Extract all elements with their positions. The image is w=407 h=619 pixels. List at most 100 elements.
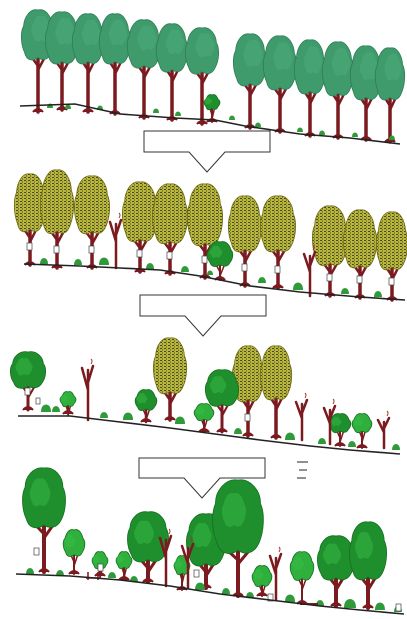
dead-snag <box>158 528 173 588</box>
stage-2-dying-canopy <box>13 169 407 302</box>
tree <box>227 195 263 288</box>
tree <box>74 175 110 270</box>
tree <box>231 345 265 438</box>
shrub <box>374 291 382 297</box>
shrub <box>341 288 349 294</box>
shrub <box>130 576 138 582</box>
shrub <box>41 404 51 412</box>
dead-snag <box>180 536 195 590</box>
ground-slope-line <box>15 573 405 615</box>
dead-snag <box>302 244 317 298</box>
tree <box>349 521 387 610</box>
tree <box>127 511 169 584</box>
tree <box>321 41 355 140</box>
tree <box>289 551 315 605</box>
tree <box>134 389 158 424</box>
tree-tag-marker <box>201 255 208 264</box>
tree <box>375 211 407 302</box>
tree-tag-marker <box>241 263 248 272</box>
tree <box>262 35 298 134</box>
tree-tag-marker <box>326 273 333 282</box>
dead-snag <box>322 398 337 446</box>
shrub <box>344 599 356 608</box>
shrub <box>123 412 133 420</box>
arrow-stage-2-to-3 <box>139 294 267 337</box>
tree <box>62 529 86 575</box>
dead-snag <box>108 212 123 270</box>
dead-snag <box>294 392 309 442</box>
tree <box>152 183 188 276</box>
shrub <box>195 582 205 590</box>
tree <box>98 13 132 116</box>
tree <box>126 19 162 120</box>
arrow-stage-1-to-2 <box>143 130 271 173</box>
tree <box>232 33 268 130</box>
tree <box>260 195 296 290</box>
tree <box>152 337 188 422</box>
shrub <box>285 432 295 440</box>
shrub <box>258 277 266 283</box>
dead-snag <box>268 546 283 602</box>
ground-slope-line <box>18 415 401 455</box>
tree <box>71 13 105 114</box>
shrub <box>26 568 34 574</box>
stage-4-regeneration <box>15 467 405 615</box>
tree <box>259 345 293 440</box>
shrub <box>318 438 326 444</box>
tree <box>44 11 80 112</box>
tree-tag-marker <box>244 413 251 422</box>
tree <box>317 535 355 608</box>
tree <box>349 45 383 142</box>
tree <box>59 391 77 417</box>
tree-tag-marker <box>26 242 33 251</box>
shrub <box>56 570 64 576</box>
down-arrow-icon <box>138 457 266 499</box>
shrub <box>297 127 303 132</box>
shrub <box>52 406 60 412</box>
tree <box>193 403 215 433</box>
down-arrow-icon <box>139 294 267 337</box>
tree <box>293 39 327 138</box>
tree <box>184 27 220 126</box>
shrub <box>153 108 159 113</box>
shrub <box>65 104 71 109</box>
arrow-stage-3-to-4 <box>138 457 266 499</box>
shrub <box>319 130 325 135</box>
shrub <box>146 263 154 269</box>
tree-tag-marker <box>88 245 95 254</box>
tree <box>312 205 348 298</box>
tree-tag-marker <box>395 603 402 612</box>
tree-tag-marker <box>193 569 200 578</box>
shrub <box>175 111 181 116</box>
tree <box>351 413 373 449</box>
down-arrow-icon <box>143 130 271 173</box>
shrub <box>293 282 303 290</box>
shrub <box>181 266 189 272</box>
shrub <box>229 115 235 120</box>
shrub <box>255 122 261 127</box>
tree <box>374 47 406 144</box>
shrub <box>74 259 82 265</box>
dead-snag <box>376 410 391 450</box>
shrub <box>392 444 400 450</box>
tree <box>10 351 46 412</box>
tree <box>342 209 378 300</box>
ground-slope-line <box>23 263 406 301</box>
shrub <box>375 602 385 610</box>
tree <box>251 565 273 597</box>
tree <box>13 173 47 267</box>
tree-tag-marker <box>136 249 143 258</box>
tree-tag-marker <box>274 265 281 274</box>
tree-tag-marker <box>356 275 363 284</box>
shrub <box>207 270 213 275</box>
tree <box>328 413 352 447</box>
ground-debris-marks <box>297 461 308 479</box>
shrub <box>99 257 109 265</box>
tree-tag-marker <box>35 397 41 405</box>
shrub <box>234 428 242 434</box>
tree-tag-marker <box>33 547 40 556</box>
shrub <box>40 258 48 264</box>
shrub <box>352 132 358 137</box>
shrub <box>285 594 295 602</box>
